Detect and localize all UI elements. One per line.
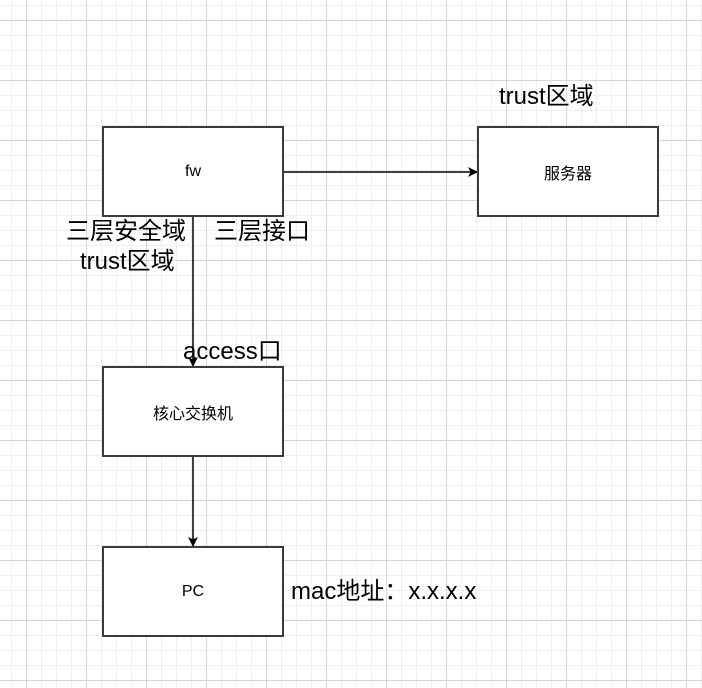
node-pc-label: PC bbox=[181, 582, 205, 600]
node-server[interactable]: 服务器 bbox=[477, 126, 659, 217]
l3-security-zone-label: 三层安全域 bbox=[66, 218, 186, 245]
node-pc[interactable]: PC bbox=[102, 546, 284, 637]
server-zone-label: trust区域 bbox=[499, 83, 594, 110]
node-core-switch-label: 核心交换机 bbox=[152, 405, 233, 423]
pc-mac-label: mac地址：x.x.x.x bbox=[291, 578, 477, 605]
node-core-switch[interactable]: 核心交换机 bbox=[102, 366, 284, 457]
node-fw[interactable]: fw bbox=[102, 126, 284, 217]
fw-zone-label: trust区域 bbox=[80, 248, 175, 275]
access-port-label: access口 bbox=[183, 338, 282, 365]
node-server-label: 服务器 bbox=[543, 165, 592, 183]
l3-interface-label: 三层接口 bbox=[214, 218, 310, 245]
node-fw-label: fw bbox=[185, 162, 201, 180]
